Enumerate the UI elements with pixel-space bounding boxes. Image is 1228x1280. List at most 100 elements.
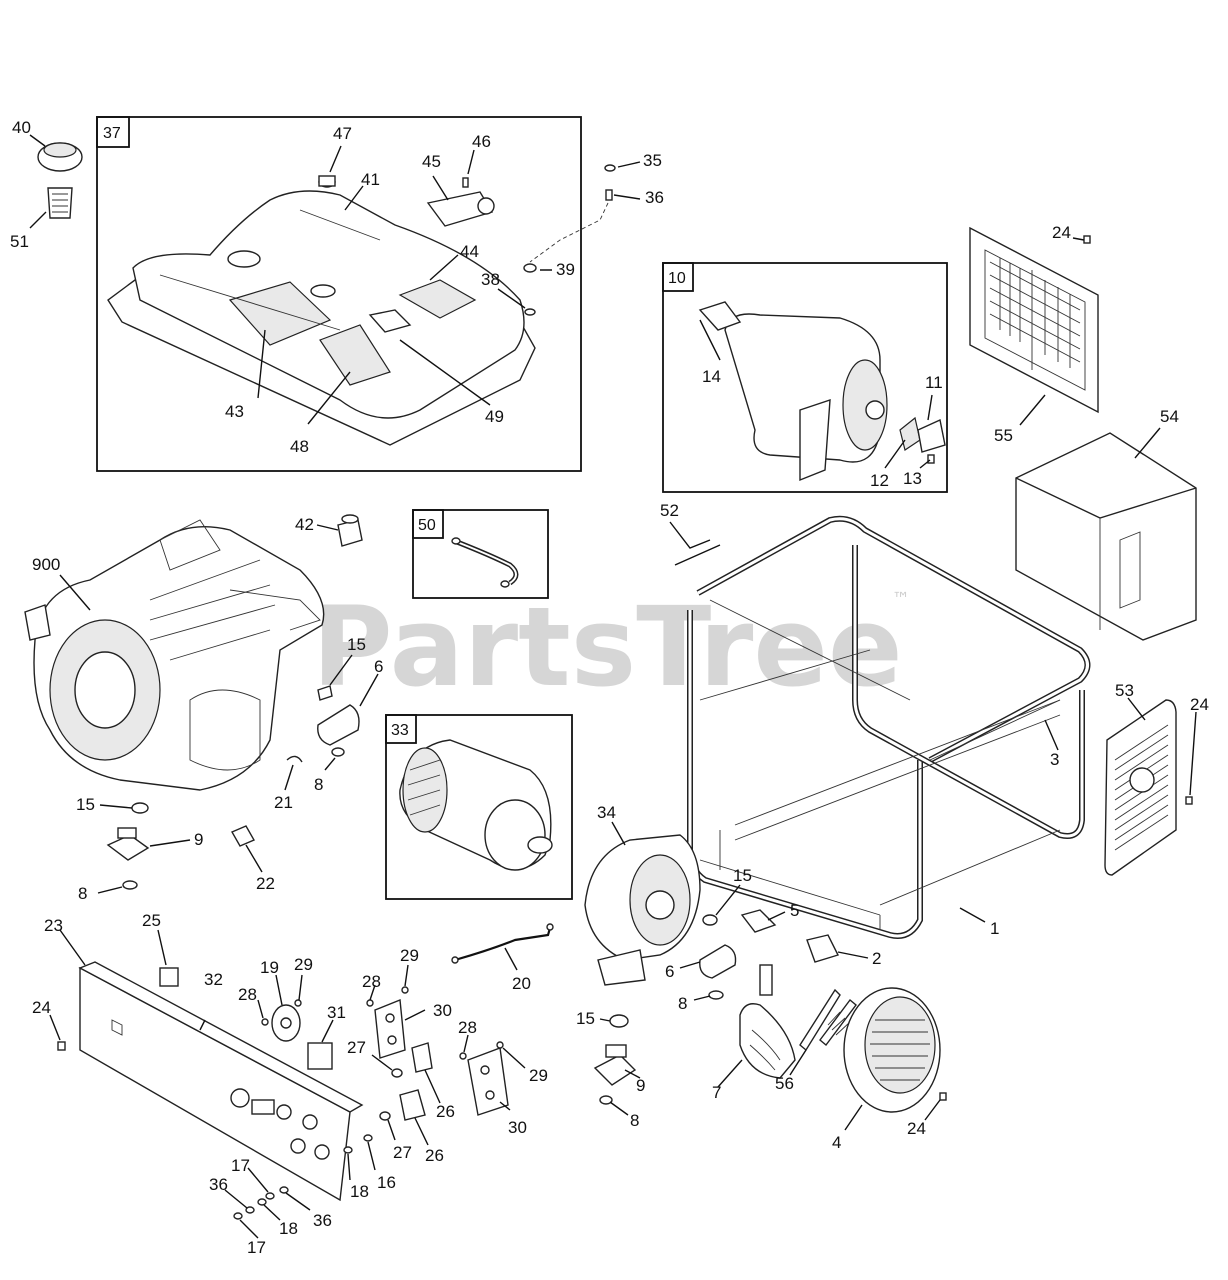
engine-mount-center <box>593 1014 641 1116</box>
spacer-22 <box>231 825 255 847</box>
callout-52-leader <box>669 521 721 566</box>
callout-11: 11 <box>925 373 943 392</box>
callout-30-a: 30 <box>433 1001 452 1020</box>
callout-8-a-leader <box>324 757 336 771</box>
hardware-27-26-upper <box>371 1042 441 1104</box>
callout-24-left: 24 <box>32 998 51 1017</box>
callout-15-a: 15 <box>347 635 366 654</box>
box-33-label: 33 <box>391 722 409 739</box>
callout-45: 45 <box>422 152 441 171</box>
callout-22-leader <box>245 844 263 873</box>
callout-38: 38 <box>481 270 500 289</box>
control-panel-housing <box>1015 427 1197 641</box>
callout-7: 7 <box>712 1083 721 1102</box>
callout-21: 21 <box>274 793 293 812</box>
fuel-line-box: 50 <box>412 509 549 599</box>
watermark-trademark: ™ <box>892 589 910 610</box>
callout-17-a: 17 <box>231 1156 250 1175</box>
callout-27-a: 27 <box>347 1038 366 1057</box>
callout-9-b: 9 <box>636 1076 645 1095</box>
component-31 <box>307 1019 334 1070</box>
callout-30-b: 30 <box>508 1118 527 1137</box>
callout-23: 23 <box>44 916 63 935</box>
callout-14: 14 <box>702 367 721 386</box>
callout-18-b: 18 <box>279 1219 298 1238</box>
callout-36-b: 36 <box>313 1211 332 1230</box>
fuel-valve <box>316 514 363 547</box>
callout-43: 43 <box>225 402 244 421</box>
callout-56: 56 <box>775 1074 794 1093</box>
callout-28-c: 28 <box>458 1018 477 1037</box>
control-panel <box>49 929 364 1202</box>
callout-19: 19 <box>260 958 279 977</box>
end-cover-4 <box>843 987 947 1131</box>
callout-52: 52 <box>660 501 679 520</box>
outlet-cover-7 <box>717 964 796 1088</box>
callout-36-a: 36 <box>209 1175 228 1194</box>
clip-21 <box>286 755 303 763</box>
hardware-27-26-lower <box>379 1089 429 1146</box>
callout-29-b: 29 <box>400 946 419 965</box>
callout-3: 3 <box>1050 750 1059 769</box>
callout-32: 32 <box>204 970 223 989</box>
callout-20: 20 <box>512 974 531 993</box>
box-50-label: 50 <box>418 517 436 534</box>
callout-13: 13 <box>903 469 922 488</box>
callout-34: 34 <box>597 803 616 822</box>
callout-4: 4 <box>832 1133 841 1152</box>
callout-29-c: 29 <box>529 1066 548 1085</box>
callout-8-d: 8 <box>630 1111 639 1130</box>
fuel-cap-and-strainer <box>29 134 83 229</box>
callout-55: 55 <box>994 426 1013 445</box>
callout-53: 53 <box>1115 681 1134 700</box>
callout-35: 35 <box>643 151 662 170</box>
callout-40: 40 <box>12 118 31 137</box>
breaker-25 <box>157 929 179 987</box>
callout-18-a: 18 <box>350 1182 369 1201</box>
receptacle-19 <box>257 974 303 1042</box>
callout-900: 900 <box>32 555 60 574</box>
muffler-box: 10 <box>662 262 948 493</box>
engine-mount-upper <box>317 654 379 757</box>
callout-1: 1 <box>990 919 999 938</box>
callout-47: 47 <box>333 124 352 143</box>
callout-9-a: 9 <box>194 830 203 849</box>
terminal-strip-56 <box>789 988 857 1076</box>
callout-6-a: 6 <box>374 657 383 676</box>
callout-28-b: 28 <box>362 972 381 991</box>
tank-mount-hardware <box>523 161 641 273</box>
panel-mount-hardware <box>224 1134 376 1239</box>
callout-15-b: 15 <box>76 795 95 814</box>
callout-5: 5 <box>790 901 799 920</box>
callout-24-bottom: 24 <box>907 1119 926 1138</box>
callout-28-a: 28 <box>238 985 257 1004</box>
frame-side-hardware <box>679 884 869 1001</box>
callout-25: 25 <box>142 911 161 930</box>
callout-21-leader <box>284 764 294 791</box>
stator-housing <box>584 821 701 986</box>
callout-49: 49 <box>485 407 504 426</box>
callout-29-a: 29 <box>294 955 313 974</box>
receptacle-30-lower <box>459 1034 526 1116</box>
box-37-label: 37 <box>103 125 121 142</box>
callout-48: 48 <box>290 437 309 456</box>
box-10-label: 10 <box>668 270 686 287</box>
callout-15-c: 15 <box>733 866 752 885</box>
callout-8-c: 8 <box>678 994 687 1013</box>
engine-assembly <box>24 519 325 791</box>
callout-8-a: 8 <box>314 775 323 794</box>
callout-6-b: 6 <box>665 962 674 981</box>
callout-51: 51 <box>10 232 29 251</box>
callout-39: 39 <box>556 260 575 279</box>
engine-mount-lower <box>97 802 191 894</box>
callout-12: 12 <box>870 471 889 490</box>
callout-44: 44 <box>460 242 479 261</box>
callout-42: 42 <box>295 515 314 534</box>
watermark: PartsTree <box>312 583 903 711</box>
callout-26-b: 26 <box>425 1146 444 1165</box>
callout-46: 46 <box>472 132 491 151</box>
callout-22: 22 <box>256 874 275 893</box>
callout-24-top: 24 <box>1052 223 1071 242</box>
callout-15-d: 15 <box>576 1009 595 1028</box>
